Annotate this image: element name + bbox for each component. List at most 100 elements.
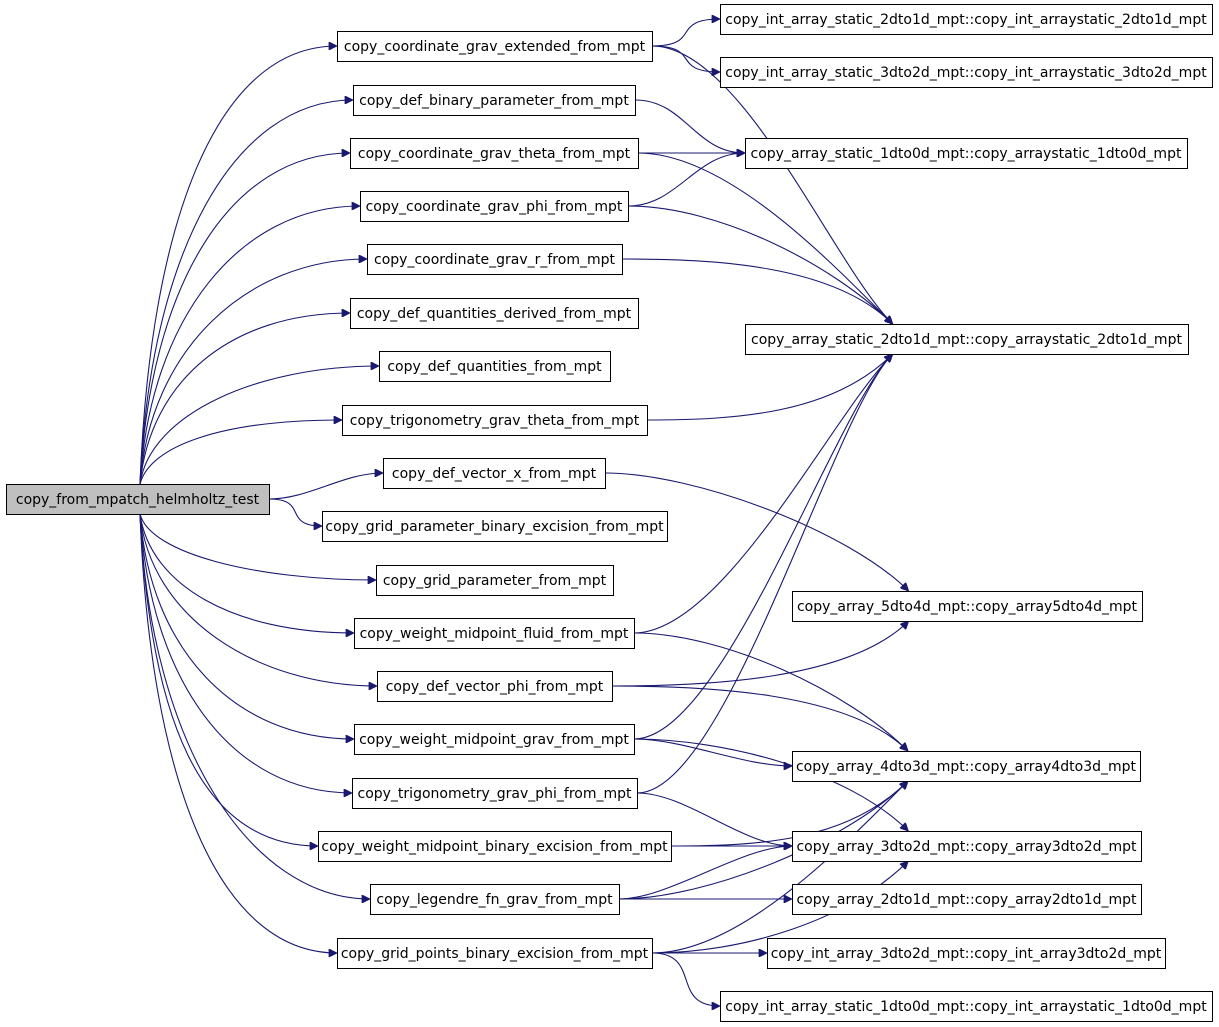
edge-n4-to-r4 [627,205,893,324]
node-copy-grid-parameter-binary-excision-from-mpt[interactable]: copy_grid_parameter_binary_excision_from… [322,511,668,542]
node-copy-weight-midpoint-grav-from-mpt[interactable]: copy_weight_midpoint_grav_from_mpt [354,724,635,755]
node-label: copy_def_vector_x_from_mpt [392,466,597,482]
node-label: copy_array_static_2dto1d_mpt::copy_array… [751,332,1182,348]
node-copy-coordinate-grav-extended-from-mpt[interactable]: copy_coordinate_grav_extended_from_mpt [337,31,653,62]
node-label: copy_legendre_fn_grav_from_mpt [376,892,613,908]
edge-n2-to-r3 [634,99,745,153]
node-copy-int-array-static-1dto0d-mpt-copy-int-arraystatic-1dto0d-mpt[interactable]: copy_int_array_static_1dto0d_mpt::copy_i… [720,991,1213,1022]
edge-n9-to-r5 [604,472,909,591]
node-copy-from-mpatch-helmholtz-test[interactable]: copy_from_mpatch_helmholtz_test [6,484,270,515]
node-label: copy_def_vector_phi_from_mpt [386,679,604,695]
edge-root-to-n10 [268,498,322,526]
node-copy-array-4dto3d-mpt-copy-array4dto3d-mpt[interactable]: copy_array_4dto3d_mpt::copy_array4dto3d_… [792,751,1141,782]
node-copy-coordinate-grav-phi-from-mpt[interactable]: copy_coordinate_grav_phi_from_mpt [360,191,629,222]
edge-n15-to-r7 [636,792,792,846]
node-label: copy_array_4dto3d_mpt::copy_array4dto3d_… [796,759,1137,775]
node-box [376,565,614,596]
node-box [337,938,653,969]
graph-nodes: copy_from_mpatch_helmholtz_test copy_coor… [6,4,1213,1022]
node-label: copy_weight_midpoint_binary_excision_fro… [321,839,668,855]
node-label: copy_int_array_static_3dto2d_mpt::copy_i… [725,65,1207,81]
node-copy-weight-midpoint-fluid-from-mpt[interactable]: copy_weight_midpoint_fluid_from_mpt [354,618,635,649]
edge-root-to-n7 [139,366,379,485]
edge-root-to-n12 [139,513,354,633]
node-label: copy_weight_midpoint_fluid_from_mpt [360,626,629,642]
edge-n4-to-r3 [627,153,745,207]
node-box [792,751,1141,782]
node-label: copy_int_array_static_1dto0d_mpt::copy_i… [725,999,1207,1015]
node-copy-coordinate-grav-r-from-mpt[interactable]: copy_coordinate_grav_r_from_mpt [367,244,623,275]
edge-n1-to-r1 [651,19,720,47]
node-copy-def-binary-parameter-from-mpt[interactable]: copy_def_binary_parameter_from_mpt [353,85,636,116]
node-box [350,298,639,329]
node-box [354,724,635,755]
node-box [745,324,1189,355]
node-copy-def-vector-x-from-mpt[interactable]: copy_def_vector_x_from_mpt [383,458,606,489]
node-copy-array-3dto2d-mpt-copy-array3dto2d-mpt[interactable]: copy_array_3dto2d_mpt::copy_array3dto2d_… [792,831,1142,862]
edge-n3-to-r4 [637,152,893,324]
edge-root-to-n3 [139,153,350,485]
node-copy-def-vector-phi-from-mpt[interactable]: copy_def_vector_phi_from_mpt [377,671,613,702]
node-label: copy_array_2dto1d_mpt::copy_array2dto1d_… [796,892,1137,908]
edge-root-to-n2 [139,100,353,485]
edge-root-to-n13 [139,513,377,686]
node-label: copy_coordinate_grav_r_from_mpt [374,252,615,268]
node-box [352,778,638,809]
node-box [745,138,1188,169]
edge-n17-to-r6 [618,781,908,900]
node-box [354,618,635,649]
node-copy-legendre-fn-grav-from-mpt[interactable]: copy_legendre_fn_grav_from_mpt [370,884,620,915]
node-label: copy_trigonometry_grav_theta_from_mpt [350,413,640,429]
node-box [792,591,1143,622]
node-copy-def-quantities-derived-from-mpt[interactable]: copy_def_quantities_derived_from_mpt [350,298,639,329]
node-copy-int-array-static-2dto1d-mpt-copy-int-arraystatic-2dto1d-mpt[interactable]: copy_int_array_static_2dto1d_mpt::copy_i… [720,4,1213,35]
edge-n18-to-r7 [651,861,908,954]
node-label: copy_int_array_3dto2d_mpt::copy_int_arra… [771,946,1162,962]
edge-n18-to-r10 [651,952,720,1006]
node-box [367,244,623,275]
edge-root-to-n5 [139,259,367,485]
node-copy-array-5dto4d-mpt-copy-array5dto4d-mpt[interactable]: copy_array_5dto4d_mpt::copy_array5dto4d_… [792,591,1143,622]
edge-n14-to-r6 [633,738,792,766]
node-copy-trigonometry-grav-theta-from-mpt[interactable]: copy_trigonometry_grav_theta_from_mpt [342,405,648,436]
edge-root-to-n14 [139,513,354,739]
node-box [342,405,648,436]
node-box [6,484,270,515]
node-copy-trigonometry-grav-phi-from-mpt[interactable]: copy_trigonometry_grav_phi_from_mpt [352,778,638,809]
node-copy-int-array-3dto2d-mpt-copy-int-array3dto2d-mpt[interactable]: copy_int_array_3dto2d_mpt::copy_int_arra… [767,938,1166,969]
node-label: copy_coordinate_grav_theta_from_mpt [358,146,631,162]
node-copy-weight-midpoint-binary-excision-from-mpt[interactable]: copy_weight_midpoint_binary_excision_fro… [318,831,672,862]
edge-n5-to-r4 [621,258,893,324]
node-box [383,458,606,489]
node-box [360,191,629,222]
node-box [792,831,1142,862]
node-box [720,57,1213,88]
edge-n14-to-r7 [633,738,908,831]
node-label: copy_from_mpatch_helmholtz_test [16,492,260,508]
node-box [353,85,636,116]
edge-n8-to-r4 [646,354,893,421]
node-copy-grid-points-binary-excision-from-mpt[interactable]: copy_grid_points_binary_excision_from_mp… [337,938,653,969]
node-box [767,938,1166,969]
node-copy-int-array-static-3dto2d-mpt-copy-int-arraystatic-3dto2d-mpt[interactable]: copy_int_array_static_3dto2d_mpt::copy_i… [720,57,1213,88]
node-label: copy_grid_parameter_from_mpt [383,573,607,589]
node-copy-grid-parameter-from-mpt[interactable]: copy_grid_parameter_from_mpt [376,565,614,596]
edge-root-to-n8 [139,420,342,485]
edge-n13-to-r5 [611,621,909,687]
edge-n17-to-r7 [618,846,792,900]
node-label: copy_int_array_static_2dto1d_mpt::copy_i… [725,12,1207,28]
node-label: copy_def_binary_parameter_from_mpt [359,93,629,109]
node-label: copy_weight_midpoint_grav_from_mpt [359,732,629,748]
node-box [377,671,613,702]
node-label: copy_array_5dto4d_mpt::copy_array5dto4d_… [797,599,1138,615]
node-copy-array-static-1dto0d-mpt-copy-arraystatic-1dto0d-mpt[interactable]: copy_array_static_1dto0d_mpt::copy_array… [745,138,1188,169]
edge-n12-to-r4 [633,354,893,634]
node-copy-array-static-2dto1d-mpt-copy-arraystatic-2dto1d-mpt[interactable]: copy_array_static_2dto1d_mpt::copy_array… [745,324,1189,355]
node-copy-coordinate-grav-theta-from-mpt[interactable]: copy_coordinate_grav_theta_from_mpt [350,138,639,169]
node-copy-array-2dto1d-mpt-copy-array2dto1d-mpt[interactable]: copy_array_2dto1d_mpt::copy_array2dto1d_… [792,884,1142,915]
node-copy-def-quantities-from-mpt[interactable]: copy_def_quantities_from_mpt [379,351,611,382]
node-label: copy_coordinate_grav_extended_from_mpt [344,39,646,55]
node-box [379,351,611,382]
node-label: copy_trigonometry_grav_phi_from_mpt [358,786,633,802]
edge-root-to-n17 [139,513,370,899]
